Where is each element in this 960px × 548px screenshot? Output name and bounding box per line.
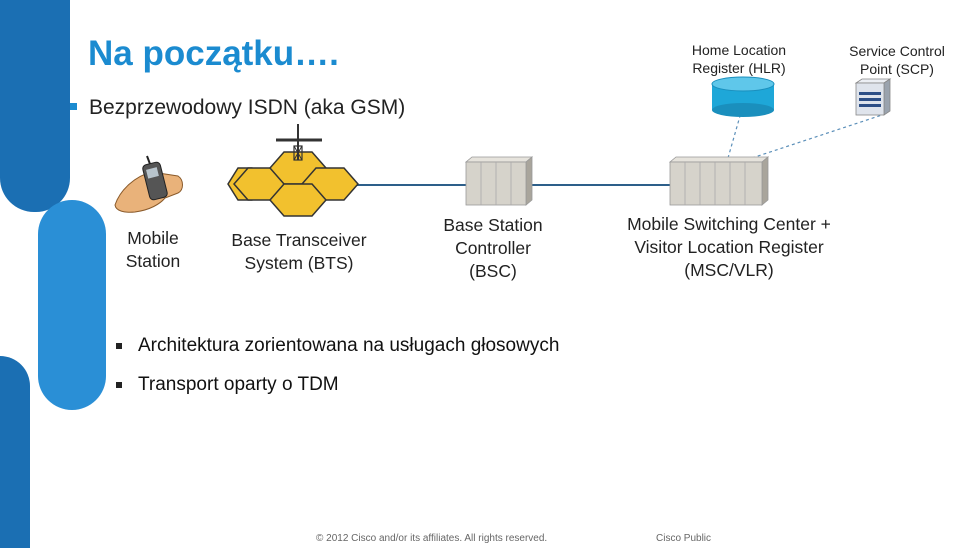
antenna-tower-icon [276,124,322,161]
link-msc-hlr [727,115,741,159]
footer-copyright: © 2012 Cisco and/or its affiliates. All … [316,533,548,544]
bts-label: Base Transceiver System (BTS) [218,229,380,275]
left-decor-bar-3 [0,356,30,548]
list-item: Transport oparty o TDM [116,365,559,404]
hlr-label-line2: Register (HLR) [692,60,786,76]
link-msc-scp [751,114,883,159]
list-item: Architektura zorientowana na usługach gł… [116,326,559,365]
scp-label-line1: Service Control [849,43,945,59]
bullet-text: Architektura zorientowana na usługach gł… [138,334,560,356]
footer-classification: Cisco Public [656,533,712,544]
main-bullet: Bezprzewodowy ISDN (aka GSM) [70,96,405,120]
ms-label-line1: Mobile [127,228,179,248]
bullet-text: Transport oparty o TDM [138,373,339,395]
msc-label-line1: Mobile Switching Center + [627,214,831,234]
mobile-station-icon [114,155,183,213]
scp-label: Service Control Point (SCP) [834,42,960,78]
msc-rack-icon [668,156,770,206]
bts-cells-icon [227,151,359,217]
bullet-marker [116,342,122,349]
msc-label-line3: (MSC/VLR) [684,260,774,280]
hlr-label: Home Location Register (HLR) [672,41,806,77]
main-bullet-text: Bezprzewodowy ISDN (aka GSM) [89,96,406,119]
left-decor-bar-2 [38,200,106,410]
bsc-label-line3: (BSC) [469,261,517,281]
bullet-marker [70,102,77,110]
bullet-marker [116,381,122,388]
scp-server-icon [854,78,892,116]
hlr-database-icon [711,76,775,117]
bts-label-line2: System (BTS) [244,253,354,273]
scp-label-line2: Point (SCP) [860,61,934,77]
msc-label-line2: Visitor Location Register [634,237,824,257]
ms-label-line2: Station [125,251,181,271]
bsc-label-line2: Controller [455,238,531,258]
bsc-label: Base Station Controller (BSC) [423,214,563,283]
msc-label: Mobile Switching Center + Visitor Locati… [604,213,854,282]
ms-label: Mobile Station [112,227,194,273]
page-title: Na początku…. [88,34,339,73]
hlr-label-line1: Home Location [691,42,787,58]
bsc-label-line1: Base Station [443,215,543,235]
bts-label-line1: Base Transceiver [231,230,367,250]
left-decor-bar-1 [0,0,70,212]
bsc-rack-icon [464,156,534,206]
bullet-list: Architektura zorientowana na usługach gł… [116,326,559,404]
